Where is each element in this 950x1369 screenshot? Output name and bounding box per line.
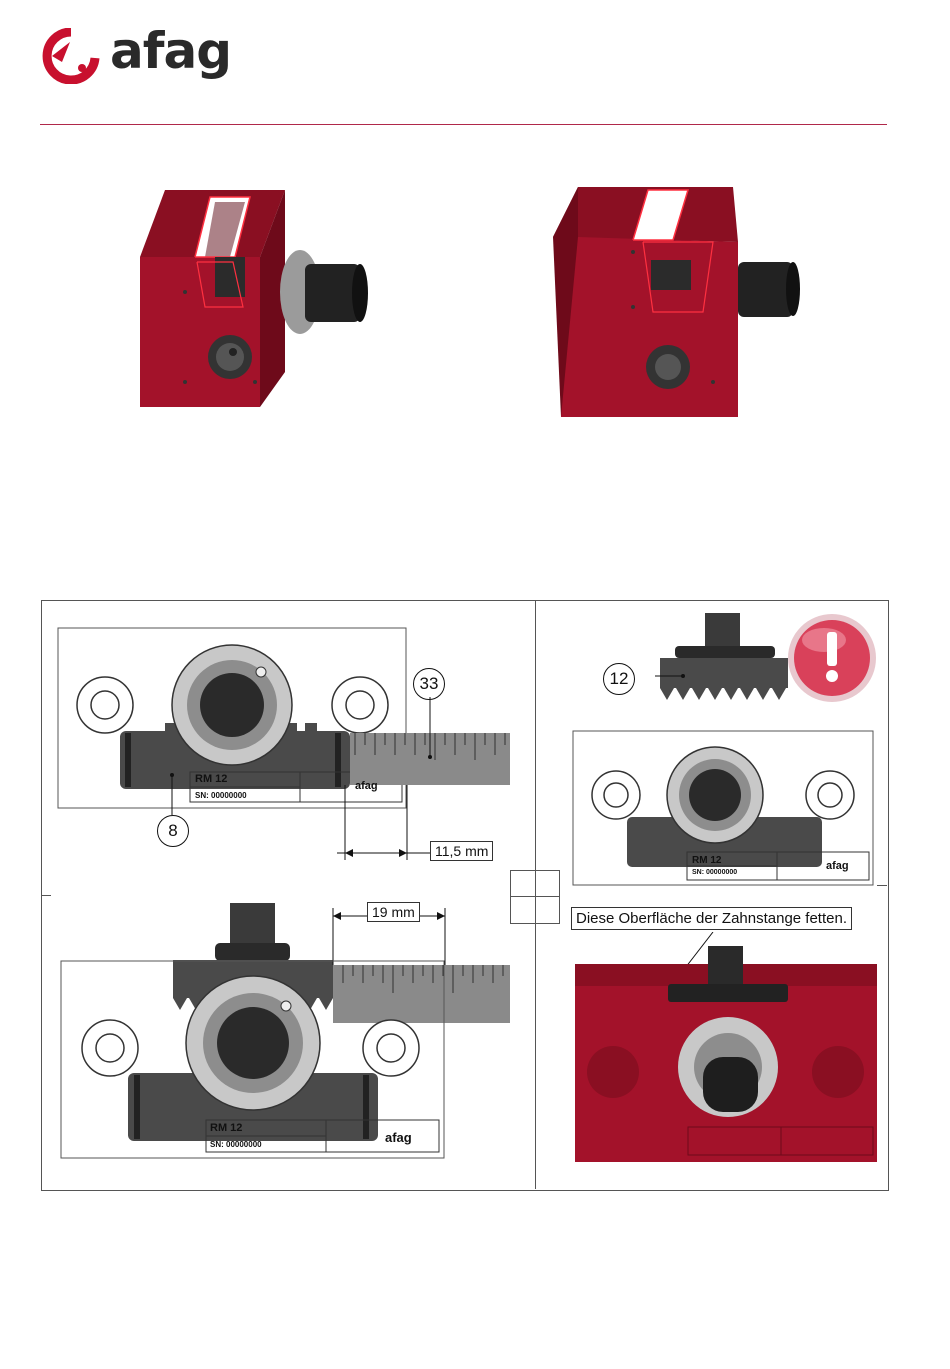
nameplate-c-serial: SN: 00000000 (210, 1140, 262, 1149)
nameplate-b-brand: afag (826, 860, 849, 872)
callout-33-label: 33 (420, 674, 439, 693)
panel-a-drawing (55, 625, 525, 865)
rotary-module-render-left (135, 182, 375, 422)
afag-logo-icon (40, 28, 102, 84)
dimension-label-19: 19 mm (367, 902, 420, 922)
nameplate-a-serial: SN: 00000000 (195, 791, 247, 800)
nameplate-b-serial: SN: 00000000 (692, 869, 737, 876)
grease-note: Diese Oberfläche der Zahnstange fetten. (571, 907, 852, 930)
figure-horizontal-tick-left (41, 895, 51, 896)
callout-12-label: 12 (610, 669, 629, 688)
rack-part-drawing (655, 608, 795, 708)
nameplate-a-brand: afag (355, 780, 378, 792)
nameplate-c-brand: afag (385, 1130, 412, 1145)
figure-horizontal-tick-right (877, 885, 887, 886)
logo-wordmark: afag (110, 22, 231, 80)
callout-33: 33 (413, 668, 445, 700)
callout-12: 12 (603, 663, 635, 695)
panel-c-drawing (58, 898, 528, 1168)
rotary-module-render-right (553, 182, 803, 422)
nameplate-c-model: RM 12 (210, 1122, 242, 1134)
panel-d-drawing (573, 932, 878, 1162)
callout-8: 8 (157, 815, 189, 847)
nameplate-b-model: RM 12 (692, 855, 721, 866)
callout-8-label: 8 (168, 821, 177, 840)
warning-icon (784, 610, 880, 706)
nameplate-a-model: RM 12 (195, 773, 227, 785)
dimension-label-11-5: 11,5 mm (430, 841, 493, 861)
header-divider (40, 124, 887, 125)
company-logo: afag (40, 26, 240, 86)
